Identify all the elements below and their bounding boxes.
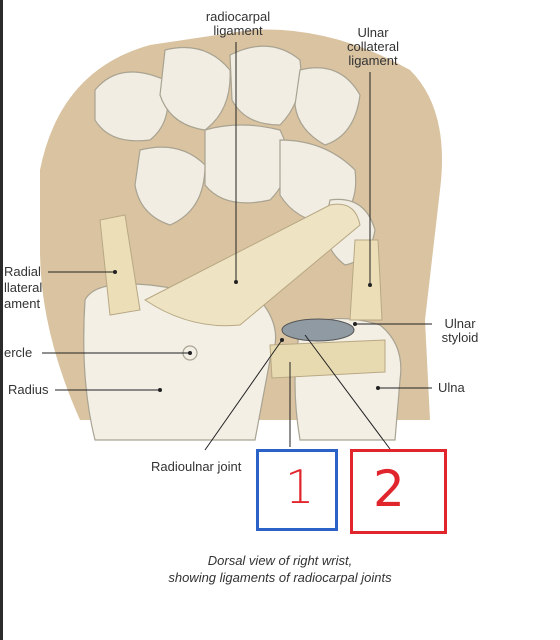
radial-collateral-ligament bbox=[99, 214, 141, 316]
label-radioulnar-joint: Radioulnar joint bbox=[151, 459, 242, 474]
articular-disc bbox=[281, 318, 355, 342]
carpal-bone bbox=[159, 46, 231, 131]
ulnar-collateral-ligament bbox=[349, 239, 383, 321]
carpal-bone bbox=[294, 67, 361, 146]
label-tubercle: ercle bbox=[4, 345, 33, 360]
caption-line-2: showing ligaments of radiocarpal joints bbox=[168, 570, 392, 585]
label-ulnar-collateral-ligament: Ulnar collateral ligament bbox=[346, 25, 400, 68]
label-radiocarpal-ligament: radiocarpal ligament bbox=[205, 9, 271, 38]
dorsal-radiocarpal-ligament bbox=[144, 203, 361, 327]
wrist-illustration bbox=[40, 29, 442, 451]
label-ulna: Ulna bbox=[438, 380, 465, 395]
carpal-bone bbox=[204, 124, 289, 204]
label-radial-line-1: Radial bbox=[4, 264, 41, 279]
annotation-box-2: 2 bbox=[350, 449, 447, 534]
label-ulnar-styloid: Ulnar styloid bbox=[441, 316, 479, 345]
handwritten-mark-1: 1 bbox=[285, 460, 315, 514]
caption-line-1: Dorsal view of right wrist, bbox=[207, 553, 353, 568]
annotation-box-1: 1 bbox=[256, 449, 338, 531]
carpal-bone bbox=[134, 146, 206, 226]
left-frame-edge bbox=[0, 0, 3, 640]
radioulnar-joint-band bbox=[269, 339, 386, 379]
label-radial-line-3: ament bbox=[4, 296, 41, 311]
handwritten-mark-2: 2 bbox=[373, 460, 405, 518]
label-radial-line-2: llateral bbox=[4, 280, 43, 295]
label-radius: Radius bbox=[8, 382, 49, 397]
carpal-bone bbox=[94, 71, 169, 142]
